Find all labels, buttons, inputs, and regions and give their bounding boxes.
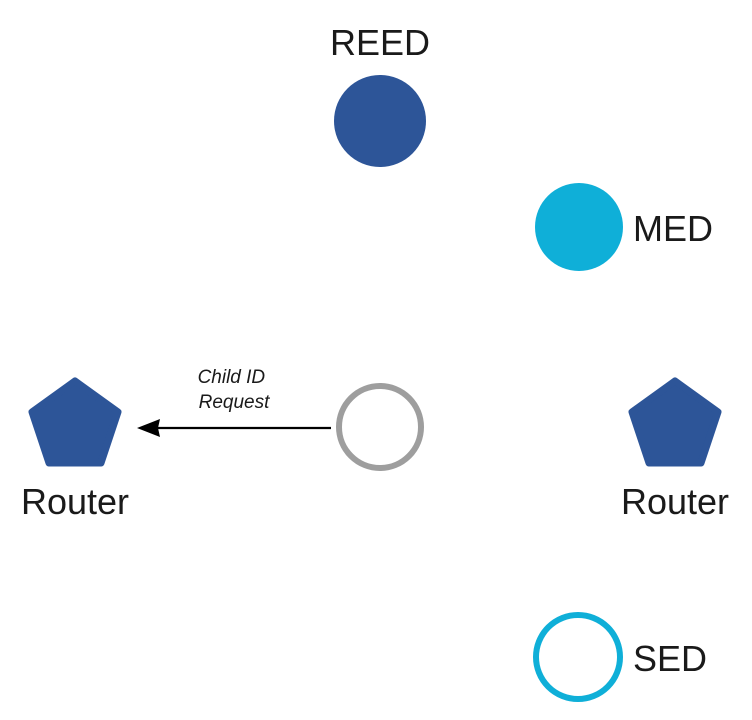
reed-label: REED bbox=[330, 22, 430, 63]
node-reed[interactable]: REED bbox=[330, 22, 430, 167]
joining-device-circle-shape[interactable] bbox=[336, 383, 424, 471]
node-router-right[interactable]: Router bbox=[621, 377, 729, 522]
router-left-pentagon-shape[interactable] bbox=[28, 377, 122, 467]
edge-child-id-request[interactable]: Child ID Request bbox=[137, 367, 331, 437]
sed-label: SED bbox=[633, 638, 707, 679]
router-right-pentagon-shape[interactable] bbox=[628, 377, 722, 467]
med-circle-shape[interactable] bbox=[535, 183, 623, 271]
child-id-request-label: Child ID Request bbox=[198, 367, 271, 413]
node-sed[interactable]: SED bbox=[533, 612, 707, 702]
node-joining-device[interactable] bbox=[336, 383, 424, 471]
sed-circle-shape[interactable] bbox=[533, 612, 623, 702]
child-id-request-label-line-1: Child ID bbox=[198, 367, 266, 388]
child-id-request-label-line-2: Request bbox=[199, 392, 270, 413]
med-label: MED bbox=[633, 208, 713, 249]
child-id-request-arrowhead bbox=[137, 419, 160, 437]
node-med[interactable]: MED bbox=[535, 183, 713, 271]
node-router-left[interactable]: Router bbox=[21, 377, 129, 522]
router-right-label: Router bbox=[621, 481, 729, 522]
router-left-label: Router bbox=[21, 481, 129, 522]
reed-circle-shape[interactable] bbox=[334, 75, 426, 167]
